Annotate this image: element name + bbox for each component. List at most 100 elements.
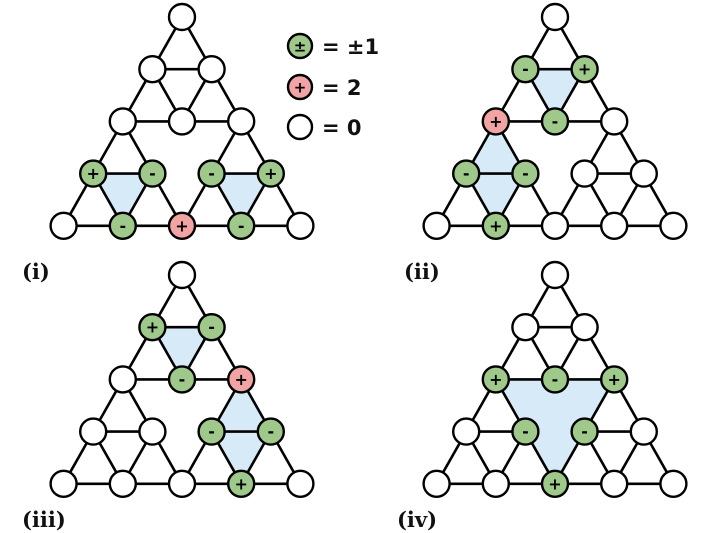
vertex-sign: - [552, 370, 559, 389]
vertex-node-zero [422, 469, 451, 498]
legend-two-text: = 2 [322, 76, 362, 100]
vertex-node-zero [629, 159, 658, 188]
legend-zero-swatch [286, 113, 314, 141]
panel-label-i: (i) [22, 259, 50, 284]
vertex-sign: - [463, 164, 470, 183]
legend-pm-text: = ±1 [322, 35, 379, 59]
vertex-node-pm [481, 211, 510, 241]
highlight-region [495, 379, 615, 484]
vertex-node-zero [167, 2, 197, 32]
vertex-node-pm [540, 469, 570, 498]
vertex-node-zero [49, 469, 78, 498]
panel-label-iv: (iv) [397, 507, 437, 532]
highlight-region [466, 173, 526, 226]
legend-pm-symbol: ± [294, 38, 307, 56]
vertex-node-two [167, 211, 197, 241]
vertex-sign: - [552, 112, 559, 131]
vertex-node-pm [511, 54, 540, 84]
vertex-node-pm [256, 417, 285, 446]
vertex-node-pm [570, 54, 599, 84]
vertex-sign: - [208, 164, 215, 183]
vertex-sign: + [264, 164, 277, 183]
highlight-region [152, 327, 212, 380]
vertex-node-zero [570, 313, 599, 342]
vertex-node-pm [540, 365, 570, 394]
vertex-node-pm [256, 159, 285, 188]
vertex-node-zero [659, 211, 688, 241]
vertex-node-zero [286, 469, 315, 498]
vertex-node-zero [108, 365, 138, 394]
vertex-node-two [481, 107, 510, 136]
vertex-node-zero [167, 260, 197, 290]
vertex-node-zero [108, 469, 138, 498]
vertex-node-zero [600, 107, 629, 136]
vertex-sign: - [581, 422, 588, 441]
panel-label-ii: (ii) [404, 259, 440, 284]
highlight-region [211, 379, 271, 432]
vertex-node-pm [481, 365, 510, 394]
vertex-sign: + [607, 370, 620, 389]
vertex-node-zero [481, 469, 510, 498]
legend-pm-swatch [286, 32, 314, 60]
panels-layer: +--+-+--++---++--+--++-+--+ [49, 2, 688, 498]
vertex-node-zero [226, 107, 256, 136]
vertex-node-zero [511, 313, 540, 342]
vertex-node-pm [78, 159, 108, 188]
legend-row-two: + = 2 [286, 73, 362, 101]
vertex-node-zero [600, 469, 629, 498]
vertex-node-pm [197, 159, 226, 188]
vertex-node-pm [108, 211, 138, 241]
vertex-sign: + [175, 216, 188, 235]
vertex-node-pm [540, 107, 570, 136]
gasket-panel-iv: +-+--+ [422, 260, 688, 498]
legend-two-swatch [286, 73, 314, 101]
highlight-region [466, 121, 526, 174]
vertex-sign: - [149, 164, 156, 183]
vertex-node-pm [511, 159, 540, 188]
vertex-node-zero [540, 211, 570, 241]
vertex-sign: + [86, 164, 99, 183]
vertex-sign: - [238, 216, 245, 235]
legend-row-pm: ± = ±1 [286, 32, 379, 60]
vertex-sign: + [578, 60, 591, 79]
vertex-node-zero [138, 54, 167, 84]
vertex-node-pm [570, 417, 599, 446]
vertex-sign: + [548, 474, 561, 493]
legend: ± = ±1 + = 2 = 0 [286, 32, 379, 141]
vertex-sign: - [179, 370, 186, 389]
vertex-sign: + [146, 318, 159, 337]
legend-row-zero: = 0 [286, 113, 362, 141]
vertex-sign: - [208, 318, 215, 337]
gasket-panel-iii: +--+--+ [49, 260, 315, 498]
vertex-sign: + [489, 216, 502, 235]
vertex-node-pm [167, 365, 197, 394]
vertex-node-pm [138, 313, 167, 342]
legend-zero-text: = 0 [322, 116, 362, 140]
vertex-node-zero [570, 159, 599, 188]
legend-two-symbol: + [294, 79, 307, 97]
gasket-panel-ii: -++---+ [422, 2, 688, 241]
vertex-node-zero [108, 107, 138, 136]
vertex-node-zero [78, 417, 108, 446]
vertex-sign: + [234, 474, 247, 493]
highlight-region [525, 69, 585, 122]
highlight-region [211, 431, 271, 484]
vertex-node-zero [629, 417, 658, 446]
highlight-region [93, 173, 153, 226]
vertex-node-pm [226, 211, 256, 241]
vertex-node-pm [197, 417, 226, 446]
vertex-node-zero [138, 417, 167, 446]
vertex-node-zero [197, 54, 226, 84]
vertex-sign: - [119, 216, 126, 235]
vertex-node-pm [197, 313, 226, 342]
vertex-node-zero [422, 211, 451, 241]
vertex-sign: - [522, 164, 529, 183]
vertex-node-zero [659, 469, 688, 498]
vertex-node-zero [540, 260, 570, 290]
vertex-sign: + [234, 370, 247, 389]
panel-label-iii: (iii) [22, 507, 66, 532]
vertex-node-zero [286, 211, 315, 241]
vertex-node-pm [226, 469, 256, 498]
vertex-node-zero [452, 417, 481, 446]
vertex-node-zero [167, 107, 197, 136]
